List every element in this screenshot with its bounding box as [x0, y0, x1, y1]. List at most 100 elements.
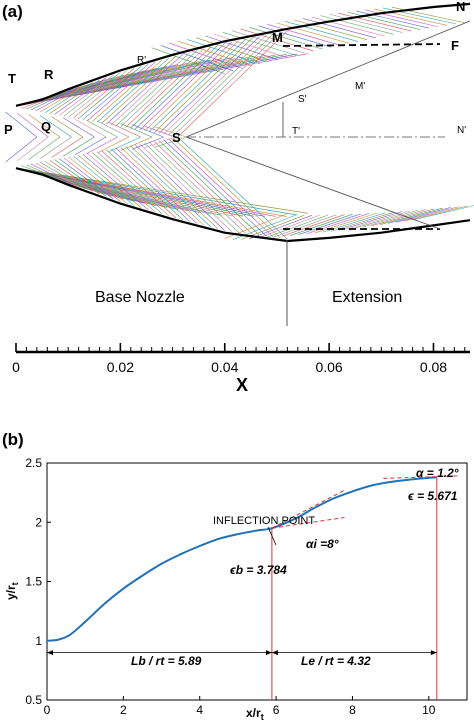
panel-b-plot-frame [46, 462, 468, 701]
char-line [160, 45, 234, 72]
length-arrowheads [47, 650, 437, 656]
char-line [96, 151, 170, 217]
char-line [338, 12, 412, 32]
char-line [16, 112, 49, 138]
char-line [177, 30, 288, 138]
char-line [281, 214, 345, 237]
char-line [74, 136, 107, 156]
panel-a-label: (a) [2, 2, 23, 21]
panel-a-x-axis-label: X [236, 375, 248, 395]
eps-exit-annotation: ϵ = 5.671 [408, 489, 458, 503]
char-line [302, 18, 376, 39]
point-N-prime: N' [457, 125, 466, 136]
char-line [143, 136, 176, 149]
char-line [356, 10, 430, 29]
char-line [168, 138, 274, 238]
char-line [130, 44, 218, 129]
char-line [134, 43, 225, 130]
b-x-tick-label: 2 [120, 703, 127, 717]
char-line [51, 116, 84, 138]
line-S-F [185, 20, 471, 138]
arrowhead [265, 650, 272, 656]
char-line [16, 136, 49, 162]
char-line [320, 15, 394, 35]
point-M-prime: M' [355, 81, 365, 92]
char-line [28, 114, 61, 138]
char-line [284, 21, 359, 42]
char-line [25, 92, 65, 110]
char-line [293, 19, 368, 41]
x-label-main: x/r [246, 706, 261, 720]
char-line [44, 161, 93, 192]
char-line [49, 79, 100, 114]
char-line [5, 111, 38, 138]
b-y-tick-label: 1.5 [25, 575, 42, 589]
x-tick-label: 0.08 [420, 359, 447, 375]
char-line [153, 141, 253, 235]
char-line [109, 136, 141, 152]
char-line [30, 163, 72, 185]
char-line [311, 16, 385, 37]
char-line [35, 162, 79, 187]
char-line [204, 35, 279, 60]
characteristic-lines [5, 6, 474, 240]
b-y-tick-label: 2 [35, 515, 42, 529]
char-line [68, 156, 128, 204]
char-line [106, 149, 184, 221]
region-base-nozzle: Base Nozzle [95, 289, 185, 306]
char-line [371, 208, 435, 226]
upper-extension-dashed-contour [282, 43, 441, 47]
arrowhead [271, 650, 278, 656]
char-line [54, 77, 107, 115]
panel-a: (a) T R R' M N F P Q S S' M' T' N' Base … [2, 0, 474, 395]
char-line [40, 84, 86, 113]
char-line [222, 32, 296, 56]
nozzle-lower-wall [15, 167, 471, 243]
char-line [92, 59, 163, 122]
char-line [30, 89, 72, 111]
char-line [63, 117, 95, 138]
char-line [111, 148, 191, 222]
svg-text:y/rt: y/rt [4, 582, 20, 600]
char-line [172, 137, 281, 239]
char-line [63, 72, 121, 117]
char-line [153, 37, 253, 133]
char-line [120, 123, 153, 138]
char-line [158, 140, 260, 236]
char-line [35, 87, 79, 112]
point-N: N [456, 0, 465, 14]
char-line [363, 209, 427, 228]
x-tick-label: 0.04 [211, 359, 238, 375]
char-line [86, 136, 118, 155]
char-line [177, 136, 288, 240]
char-line [391, 6, 465, 24]
char-line [132, 136, 164, 150]
char-line [364, 9, 439, 28]
char-line [77, 66, 142, 120]
char-line [412, 205, 474, 221]
char-line [143, 125, 176, 138]
point-R-prime: R' [137, 55, 146, 66]
char-line [213, 33, 288, 58]
char-line [265, 214, 329, 238]
char-line [25, 164, 65, 182]
char-line [231, 30, 305, 54]
point-R: R [44, 67, 54, 82]
char-line [39, 115, 72, 138]
char-line [82, 154, 149, 211]
b-x-tick-label: 10 [422, 703, 436, 717]
point-Q: Q [41, 119, 51, 134]
char-line [388, 207, 451, 224]
char-line [97, 120, 130, 138]
inflection-reference-dashed [271, 517, 345, 529]
char-line [347, 11, 421, 30]
char-line [273, 214, 337, 238]
x-tick-label: 0 [12, 359, 20, 375]
inflection-point-label: INFLECTION POINT [213, 515, 315, 527]
char-line [82, 63, 149, 120]
char-line [196, 37, 270, 63]
char-line [306, 213, 370, 235]
